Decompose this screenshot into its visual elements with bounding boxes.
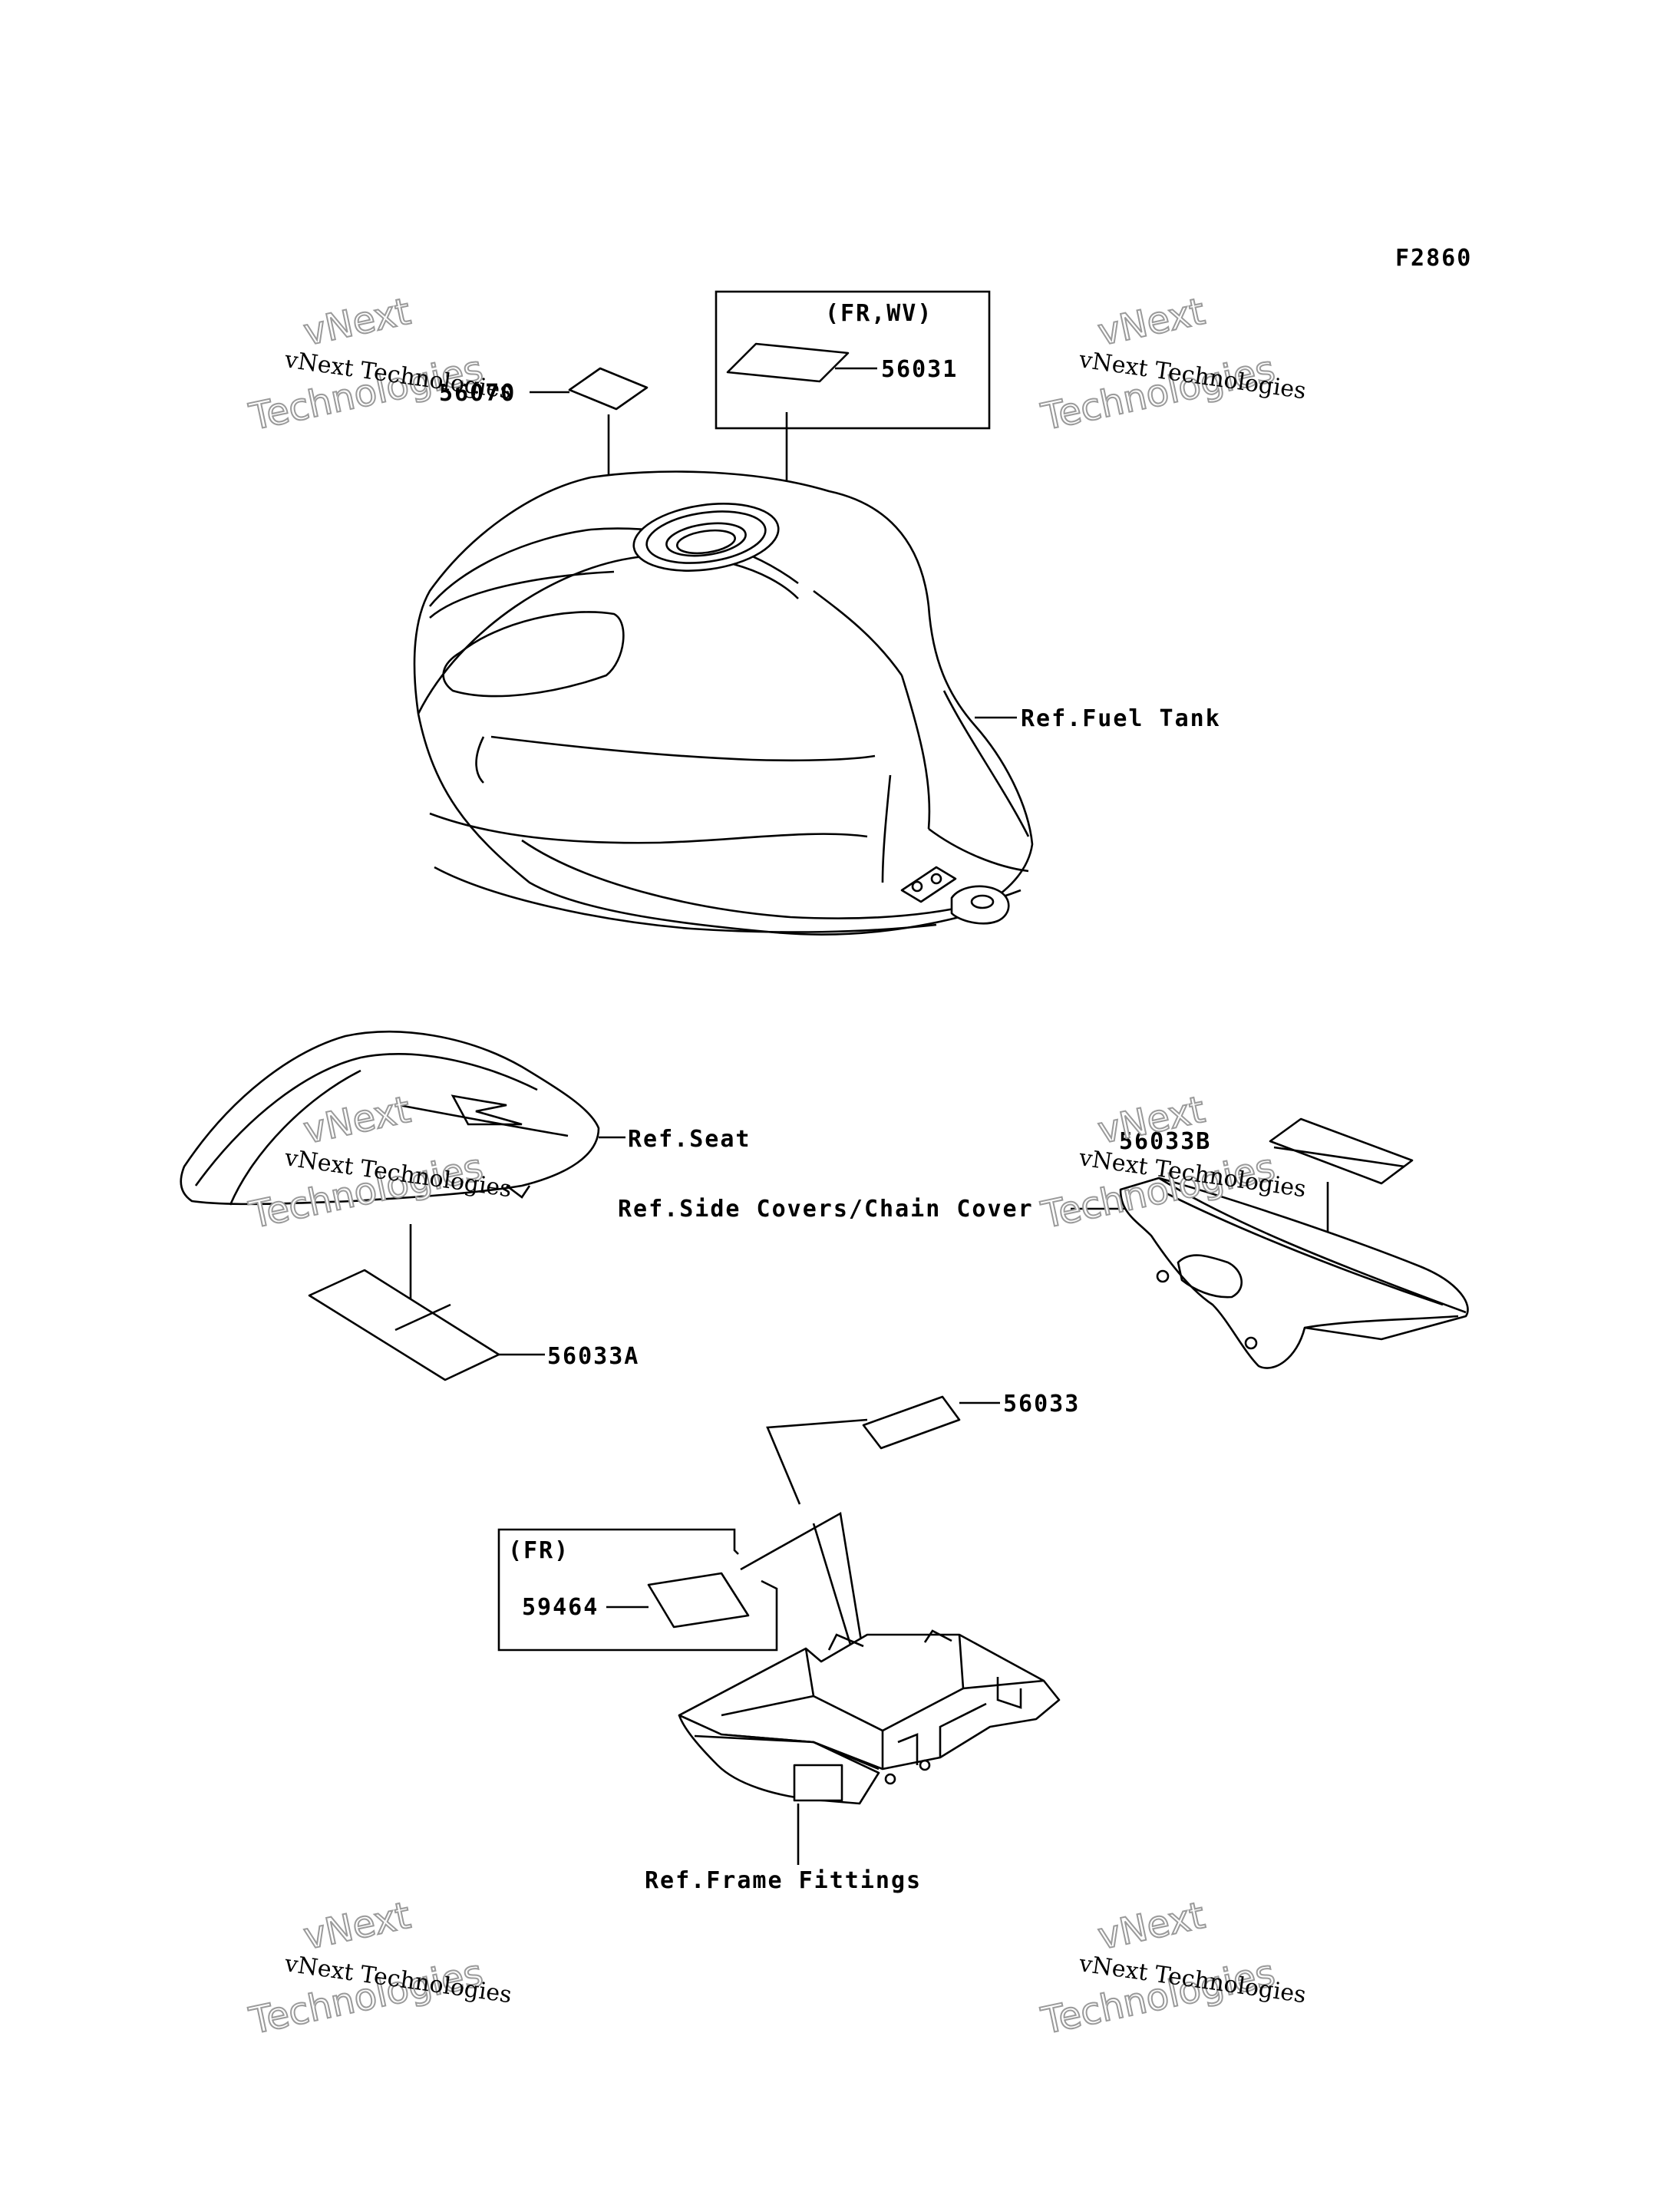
watermark-top-right: vNext Technologies vNext Technologies	[1037, 289, 1308, 440]
svg-text:vNext: vNext	[300, 290, 414, 355]
callout-box-fr-wv	[715, 290, 991, 430]
side-cover-drawing	[1119, 1177, 1469, 1369]
callout-box-fr-top	[497, 1528, 739, 1646]
part-number-56033: 56033	[1003, 1391, 1080, 1417]
frame-fittings-drawing	[678, 1629, 1061, 1805]
part-number-59464: 59464	[522, 1594, 599, 1621]
watermark-bottom-right: vNext Technologies vNext Technologies	[1037, 1893, 1308, 2044]
decal-56033B	[1269, 1117, 1414, 1185]
watermark-top-left: vNext Technologies vNext Technologies	[245, 289, 513, 440]
decal-59464	[647, 1572, 750, 1629]
svg-text:vNext: vNext	[300, 1894, 414, 1959]
label-seat: Ref.Seat	[628, 1126, 751, 1153]
label-side-covers: Ref.Side Covers/Chain Cover	[618, 1196, 1034, 1223]
decal-56033	[862, 1395, 961, 1450]
figure-code: F2860	[1395, 245, 1472, 272]
part-number-56031: 56031	[881, 356, 958, 383]
leader-56033-frame-a	[766, 1418, 868, 1505]
label-fr-wv: (FR,WV)	[825, 300, 932, 327]
watermark-middle-right: vNext Technologies vNext Technologies	[1037, 1087, 1308, 1238]
callout-box-fr-bottom	[497, 1579, 778, 1652]
part-number-56033B: 56033B	[1119, 1128, 1211, 1155]
label-fuel-tank: Ref.Fuel Tank	[1021, 705, 1221, 732]
label-frame-fittings: Ref.Frame Fittings	[645, 1867, 922, 1894]
fuel-tank-drawing	[413, 470, 1034, 936]
seat-drawing	[180, 1030, 600, 1206]
label-fr: (FR)	[508, 1537, 569, 1564]
svg-text:vNext: vNext	[1094, 1894, 1209, 1959]
decal-56031	[726, 342, 850, 383]
watermark-bottom-left: vNext Technologies vNext Technologies	[245, 1893, 513, 2044]
part-number-56070: 56070	[439, 380, 516, 407]
part-number-56033A: 56033A	[547, 1343, 639, 1370]
svg-text:vNext: vNext	[1094, 290, 1209, 355]
decal-56070	[568, 367, 649, 411]
decal-56033B-stripe	[1273, 1146, 1405, 1168]
decal-56033A-divider	[394, 1303, 451, 1332]
